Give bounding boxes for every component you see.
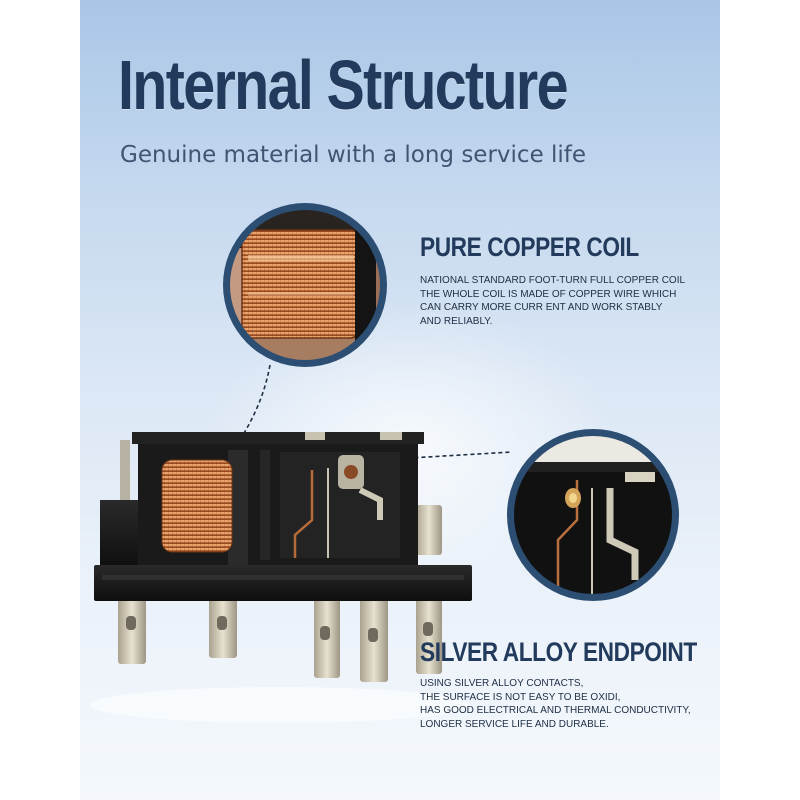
product-banner: Internal Structure Genuine material with… <box>80 0 720 800</box>
description-line: AND RELIABLY. <box>420 315 493 327</box>
description-line: LONGER SERVICE LIFE AND DURABLE. <box>420 718 609 730</box>
copper-coil-closeup <box>223 203 387 367</box>
description-line: USING SILVER ALLOY CONTACTS, <box>420 678 584 689</box>
description-line: THE WHOLE COIL IS MADE OF COPPER WIRE WH… <box>420 288 677 300</box>
page-title: Internal Structure <box>118 46 569 124</box>
silver-alloy-heading: SILVER ALLOY ENDPOINT <box>420 637 697 667</box>
copper-coil-heading: PURE COPPER COIL <box>420 232 639 262</box>
copper-coil-description: NATIONAL STANDARD FOOT-TURN FULL COPPER … <box>420 274 685 328</box>
silver-alloy-closeup <box>507 429 679 601</box>
silver-alloy-description: USING SILVER ALLOY CONTACTS, THE SURFACE… <box>420 677 691 731</box>
description-line: CAN CARRY MORE CURR ENT AND WORK STABLY <box>420 302 663 314</box>
description-line: NATIONAL STANDARD FOOT-TURN FULL COPPER … <box>420 275 686 286</box>
page-subtitle: Genuine material with a long service lif… <box>120 142 587 168</box>
relay-body <box>94 432 472 601</box>
relay-illustration <box>90 203 679 723</box>
description-line: THE SURFACE IS NOT EASY TO BE OXIDI, <box>420 691 621 703</box>
description-line: HAS GOOD ELECTRICAL AND THERMAL CONDUCTI… <box>420 705 691 717</box>
